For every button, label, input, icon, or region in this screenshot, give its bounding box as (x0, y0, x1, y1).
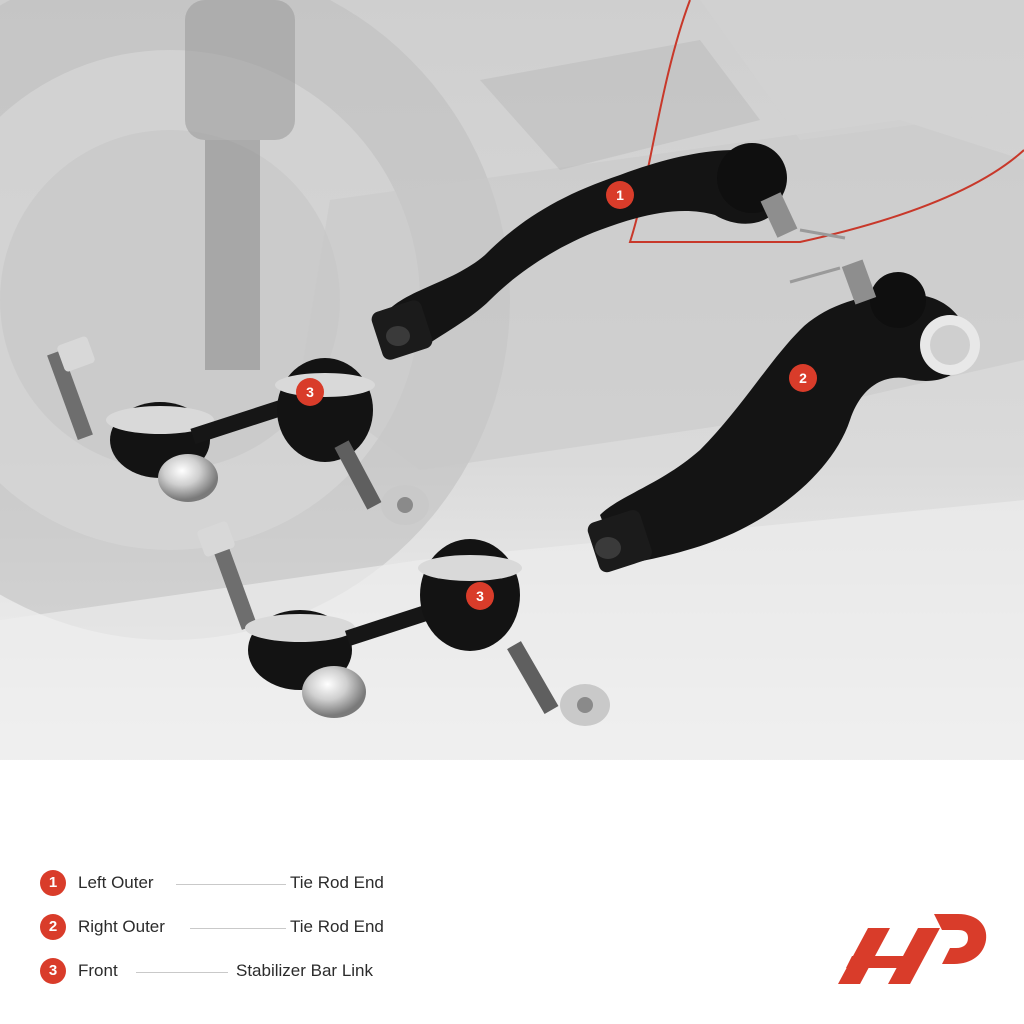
legend-left-2: Right Outer (78, 917, 165, 936)
legend-left-1: Left Outer (78, 873, 154, 892)
legend-right-3: Stabilizer Bar Link (236, 961, 374, 980)
callout-3-lower-label: 3 (476, 588, 484, 604)
legend-right-2: Tie Rod End (290, 917, 384, 936)
legend-right-1: Tie Rod End (290, 873, 384, 892)
legend-badge-2: 2 (40, 914, 66, 940)
left-outer-tie-rod-end (371, 143, 846, 360)
legend-badge-3: 3 (40, 958, 66, 984)
brand-logo (838, 914, 987, 984)
stabilizer-link-upper (47, 336, 429, 525)
callout-1: 1 (606, 181, 634, 209)
legend-row-2: 2 Right Outer Tie Rod End (40, 913, 420, 943)
callout-2-label: 2 (799, 370, 807, 386)
legend-divider-3 (136, 972, 228, 973)
legend-row-1: 1 Left Outer Tie Rod End (40, 869, 420, 899)
callout-1-label: 1 (616, 187, 624, 203)
stabilizer-link-lower (197, 521, 610, 726)
legend-divider-2 (190, 928, 286, 929)
legend-divider-1 (176, 884, 286, 885)
legend-badge-1: 1 (40, 870, 66, 896)
right-outer-tie-rod-end (587, 259, 980, 573)
parts-legend: 1 Left Outer Tie Rod End 2 Right Outer T… (40, 869, 420, 1001)
legend-left-3: Front (78, 961, 118, 980)
legend-row-3: 3 Front Stabilizer Bar Link (40, 957, 420, 987)
callout-3-upper-label: 3 (306, 384, 314, 400)
callout-2: 2 (789, 364, 817, 392)
callout-3-lower: 3 (466, 582, 494, 610)
callout-3-upper: 3 (296, 378, 324, 406)
